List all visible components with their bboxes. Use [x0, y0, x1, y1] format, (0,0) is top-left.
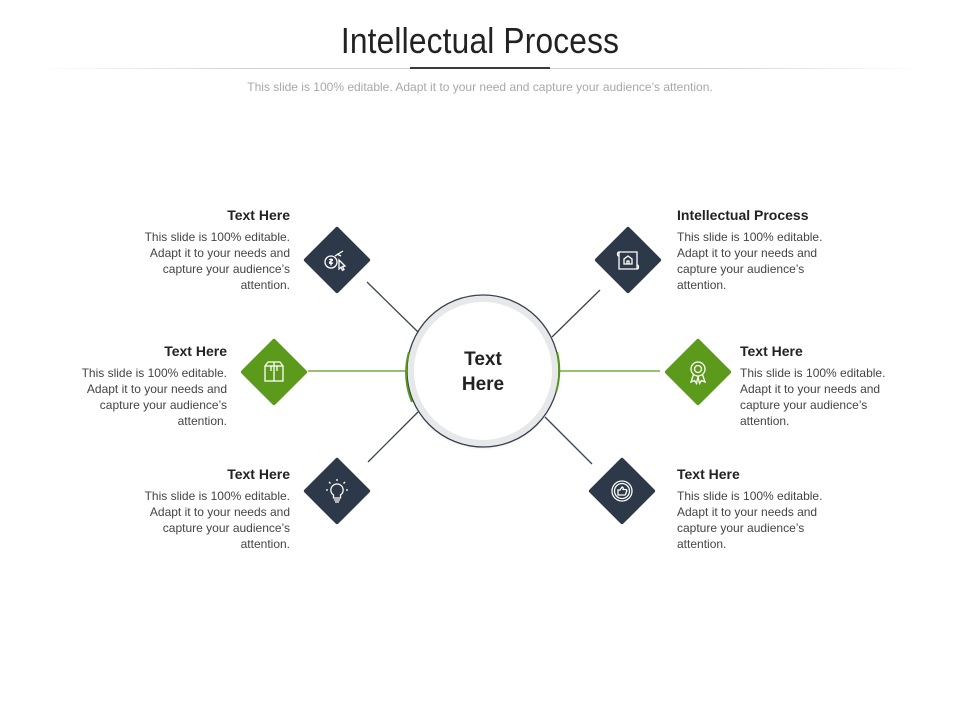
connector-bottom-right	[544, 416, 593, 465]
box-icon	[264, 361, 284, 382]
item-heading: Intellectual Process	[677, 207, 809, 223]
item-top-left: Text Here This slide is 100% editable. A…	[130, 207, 290, 293]
lightbulb-icon	[326, 479, 348, 503]
item-mid-left: Text Here This slide is 100% editable. A…	[67, 343, 227, 429]
slide-title: Intellectual Process	[340, 20, 620, 61]
item-body: This slide is 100% editable. Adapt it to…	[144, 230, 290, 292]
title-divider-accent	[410, 67, 550, 69]
thumbs-up-badge-icon	[611, 480, 633, 502]
money-cursor-icon	[324, 250, 347, 272]
item-mid-right: Text Here This slide is 100% editable. A…	[740, 343, 890, 429]
item-heading: Text Here	[227, 207, 290, 223]
connector-bottom-left	[367, 411, 419, 463]
connector-top-left	[366, 281, 419, 333]
connector-top-right	[551, 289, 601, 338]
item-top-right: Intellectual Process This slide is 100% …	[677, 207, 857, 293]
item-heading: Text Here	[740, 343, 803, 359]
slide-subtitle: This slide is 100% editable. Adapt it to…	[247, 80, 713, 94]
item-body: This slide is 100% editable. Adapt it to…	[144, 489, 290, 551]
blueprint-house-icon	[616, 251, 640, 270]
item-body: This slide is 100% editable. Adapt it to…	[81, 366, 227, 428]
item-bottom-left: Text Here This slide is 100% editable. A…	[130, 466, 290, 552]
center-circle	[408, 296, 558, 446]
center-ring-green-left	[405, 351, 413, 403]
item-body: This slide is 100% editable. Adapt it to…	[740, 366, 886, 428]
item-body: This slide is 100% editable. Adapt it to…	[677, 489, 823, 551]
item-heading: Text Here	[677, 466, 740, 482]
item-heading: Text Here	[227, 466, 290, 482]
item-body: This slide is 100% editable. Adapt it to…	[677, 230, 823, 292]
center-ring-green-right	[555, 351, 561, 393]
item-heading: Text Here	[164, 343, 227, 359]
item-bottom-right: Text Here This slide is 100% editable. A…	[677, 466, 827, 552]
award-ribbon-icon	[689, 361, 707, 386]
